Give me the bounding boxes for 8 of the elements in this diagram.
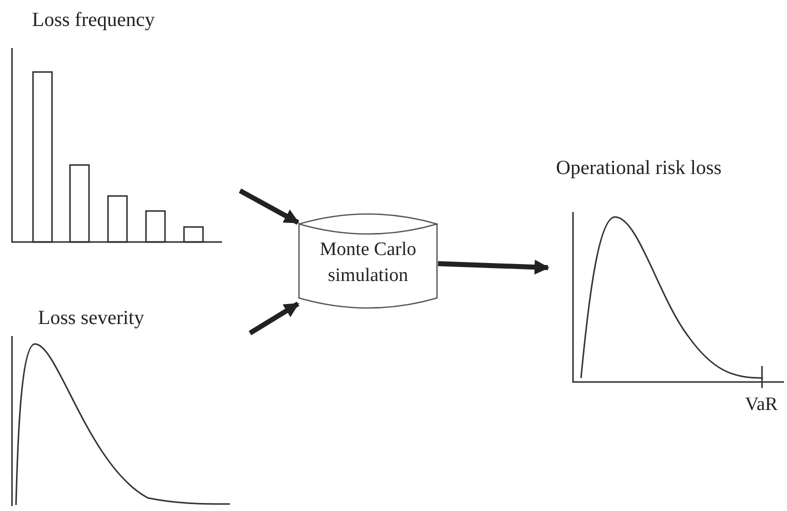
- arrow: [248, 302, 300, 336]
- axis-label: VaR: [745, 393, 778, 417]
- chart-title: Loss severity: [38, 306, 144, 330]
- chart-title: Operational risk loss: [556, 156, 722, 180]
- arrow: [438, 260, 550, 275]
- node-label: Monte Carlo simulation: [318, 238, 418, 288]
- chart-title: Loss frequency: [32, 8, 155, 32]
- arrow: [238, 188, 300, 225]
